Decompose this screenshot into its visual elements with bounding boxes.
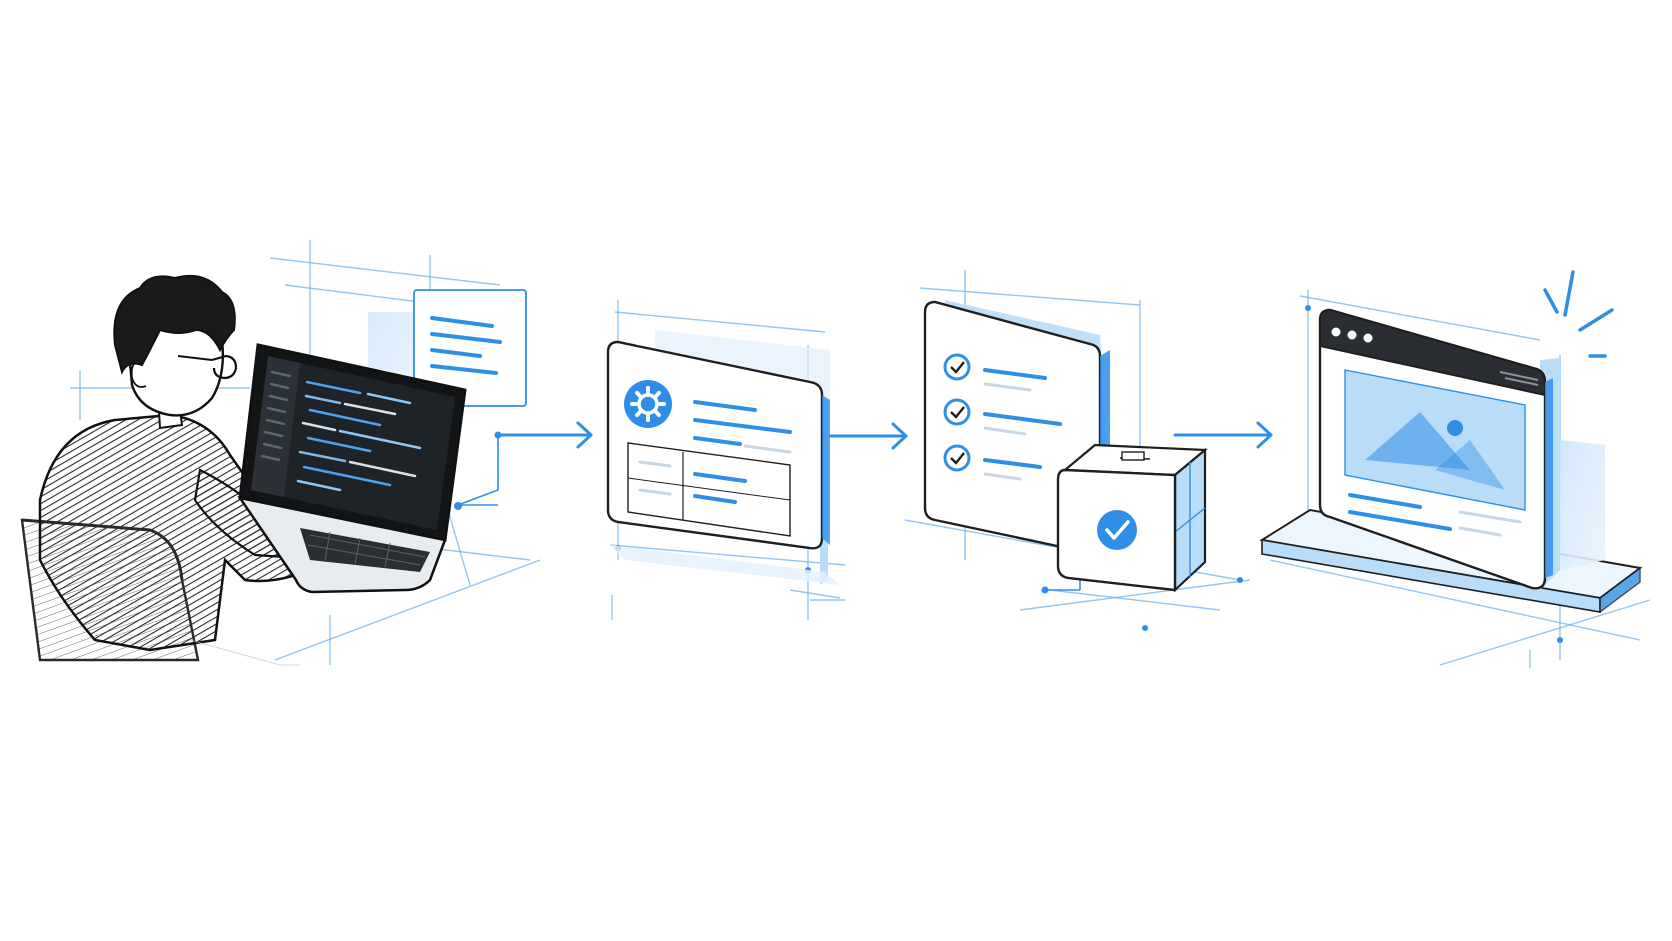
step-deploy bbox=[1259, 270, 1651, 668]
arrow-right-icon bbox=[828, 422, 908, 450]
deployed-website-icon bbox=[1318, 308, 1553, 590]
verified-package-icon bbox=[1056, 443, 1208, 593]
sparkle-icon bbox=[1543, 270, 1614, 358]
step-test bbox=[904, 270, 1251, 631]
checklist-item bbox=[943, 398, 1062, 436]
image-placeholder-icon bbox=[1344, 369, 1526, 511]
checklist-item bbox=[943, 353, 1047, 392]
gear-config-icon bbox=[624, 380, 672, 428]
step-configure bbox=[606, 300, 846, 620]
arrow-right-icon bbox=[1173, 421, 1273, 449]
code-lines bbox=[260, 370, 422, 492]
arrow-right-icon bbox=[498, 421, 593, 449]
step-developer bbox=[20, 240, 541, 665]
checklist-item bbox=[943, 444, 1042, 481]
laptop bbox=[237, 343, 467, 594]
